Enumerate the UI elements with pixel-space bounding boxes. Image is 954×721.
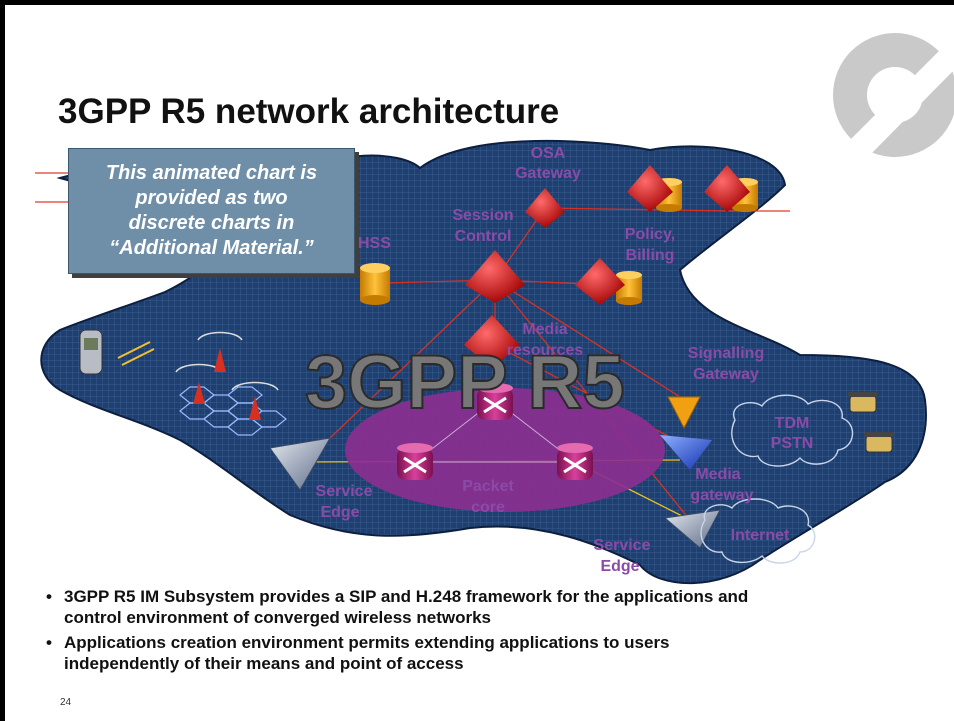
server-icon	[627, 165, 673, 212]
service-edge-right-label-line1: Service	[594, 537, 651, 554]
slide-title: 3GPP R5 network architecture	[58, 92, 560, 131]
tdm-pstn-label-line2: PSTN	[771, 435, 814, 452]
big-3gpp-r5-label: 3GPP R5	[305, 340, 625, 425]
hss-database-icon	[360, 263, 390, 305]
cell-tower-icon	[231, 381, 279, 420]
logo	[833, 33, 954, 160]
callout-line: This animated chart is	[105, 162, 318, 184]
packet-core-region	[345, 388, 665, 512]
telephone-icon	[864, 432, 894, 453]
service-edge-icon	[663, 509, 721, 549]
slide-border-left	[0, 0, 5, 721]
page-number: 24	[60, 697, 72, 708]
radio-link-icon	[117, 341, 155, 366]
media-gateway-label-line2: gateway	[690, 487, 753, 504]
policy-billing-label-line2: Billing	[626, 247, 675, 264]
osa-gateway-label-line2: Gateway	[515, 165, 581, 182]
policy-billing-server-icon	[575, 258, 625, 305]
internet-cloud	[700, 498, 816, 564]
policy-billing-label-line1: Policy,	[625, 226, 675, 243]
service-edge-left-label-line2: Edge	[320, 504, 359, 521]
slide-border-top	[0, 0, 954, 5]
media-gateway-label-line1: Media	[695, 466, 740, 483]
session-control-label-line2: Control	[455, 228, 512, 245]
tdm-pstn-label-line1: TDM	[775, 415, 810, 432]
router-icon	[557, 443, 593, 480]
policy-database-icon	[616, 271, 642, 305]
signalling-gateway-icon	[667, 396, 701, 430]
callout-line: “Additional Material.”	[109, 237, 314, 259]
internet-label: Internet	[731, 527, 790, 544]
router-icon	[477, 383, 513, 420]
server-icon	[704, 165, 750, 212]
packet-core-label-line2: core	[471, 499, 505, 516]
mobile-phone-icon	[79, 329, 103, 375]
media-gateway-icon	[660, 435, 712, 470]
animation-note-callout: This animated chart is provided as two d…	[68, 148, 355, 274]
callout-line: discrete charts in	[128, 212, 295, 234]
bullet-item: • Applications creation environment perm…	[40, 632, 940, 674]
cell-tower-icon	[197, 331, 243, 372]
media-resources-server-icon	[464, 315, 520, 368]
osa-gateway-server-icon	[525, 188, 565, 228]
bullet-icon: •	[46, 633, 52, 652]
bullet-list: • 3GPP R5 IM Subsystem provides a SIP an…	[40, 586, 940, 678]
bullet-text-line: 3GPP R5 IM Subsystem provides a SIP and …	[64, 587, 749, 606]
service-edge-icon	[269, 437, 331, 491]
bullet-text-line: control environment of converged wireles…	[64, 608, 491, 627]
session-control-server-icon	[465, 250, 525, 303]
service-edge-right-label-line2: Edge	[600, 558, 639, 575]
bullet-text-line: Applications creation environment permit…	[64, 633, 670, 652]
packet-core-label-line1: Packet	[462, 478, 514, 495]
telephone-icon	[848, 392, 878, 413]
media-resources-label-line1: Media	[522, 321, 567, 338]
osa-gateway-label-line1: OSA	[531, 145, 566, 162]
service-edge-left-label-line1: Service	[316, 483, 373, 500]
session-control-label-line1: Session	[452, 207, 513, 224]
tdm-pstn-cloud	[731, 394, 854, 467]
bullet-text-line: independently of their means and point o…	[64, 654, 464, 673]
signalling-gateway-label-line1: Signalling	[688, 345, 764, 362]
media-resources-label-line2: resources	[507, 342, 584, 359]
radio-access-network	[175, 331, 287, 436]
signalling-gateway-label-line2: Gateway	[693, 366, 759, 383]
bullet-item: • 3GPP R5 IM Subsystem provides a SIP an…	[40, 586, 940, 628]
callout-line: provided as two	[135, 187, 288, 209]
bullet-icon: •	[46, 587, 52, 606]
hss-label: HSS	[358, 235, 391, 252]
router-icon	[397, 443, 433, 480]
